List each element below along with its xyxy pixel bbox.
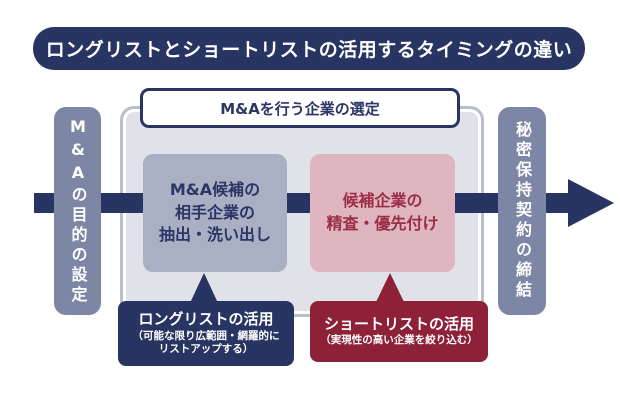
step-candidate-extraction-box: M&A候補の 相手企業の 抽出・洗い出し xyxy=(143,154,287,272)
step-line: 候補企業の xyxy=(342,191,423,211)
step-candidate-screening-box: 候補企業の 精査・優先付け xyxy=(310,154,455,272)
process-arrow-shaft xyxy=(34,193,570,213)
stage-ma-purpose-box: M&Aの目的の設定 xyxy=(54,107,101,315)
stage-nda-box: 秘密保持契約の締結 xyxy=(498,107,546,315)
longlist-callout-pointer-icon xyxy=(190,273,218,303)
diagram-title: ロングリストとショートリストの活用するタイミングの違い xyxy=(45,39,573,61)
selection-header-label: M&Aを行う企業の選定 xyxy=(220,99,380,118)
longlist-callout-desc-line: リストアップする） xyxy=(158,343,254,356)
shortlist-callout-pointer-icon xyxy=(376,273,404,302)
stage-ma-purpose-label: M&Aの目的の設定 xyxy=(68,116,88,306)
shortlist-callout: ショートリストの活用 （実現性の高い企業を絞り込む） xyxy=(310,301,488,362)
shortlist-callout-title: ショートリストの活用 xyxy=(323,314,474,333)
title-banner: ロングリストとショートリストの活用するタイミングの違い xyxy=(33,27,585,70)
longlist-callout-desc-line: （可能な限り広範囲・網羅的に xyxy=(132,329,280,342)
step-line: 相手企業の xyxy=(174,202,255,222)
longlist-callout-title: ロングリストの活用 xyxy=(138,310,274,329)
step-line: M&A候補の xyxy=(169,179,261,199)
longlist-callout: ロングリストの活用 （可能な限り広範囲・網羅的に リストアップする） xyxy=(118,301,294,366)
step-line: 精査・優先付け xyxy=(326,214,439,233)
selection-header-box: M&Aを行う企業の選定 xyxy=(140,88,460,128)
shortlist-callout-desc-line: （実現性の高い企業を絞り込む） xyxy=(320,334,478,347)
process-arrow-head-icon xyxy=(568,179,614,227)
step-line: 抽出・洗い出し xyxy=(158,225,271,245)
stage-nda-label: 秘密保持契約の締結 xyxy=(513,121,532,301)
